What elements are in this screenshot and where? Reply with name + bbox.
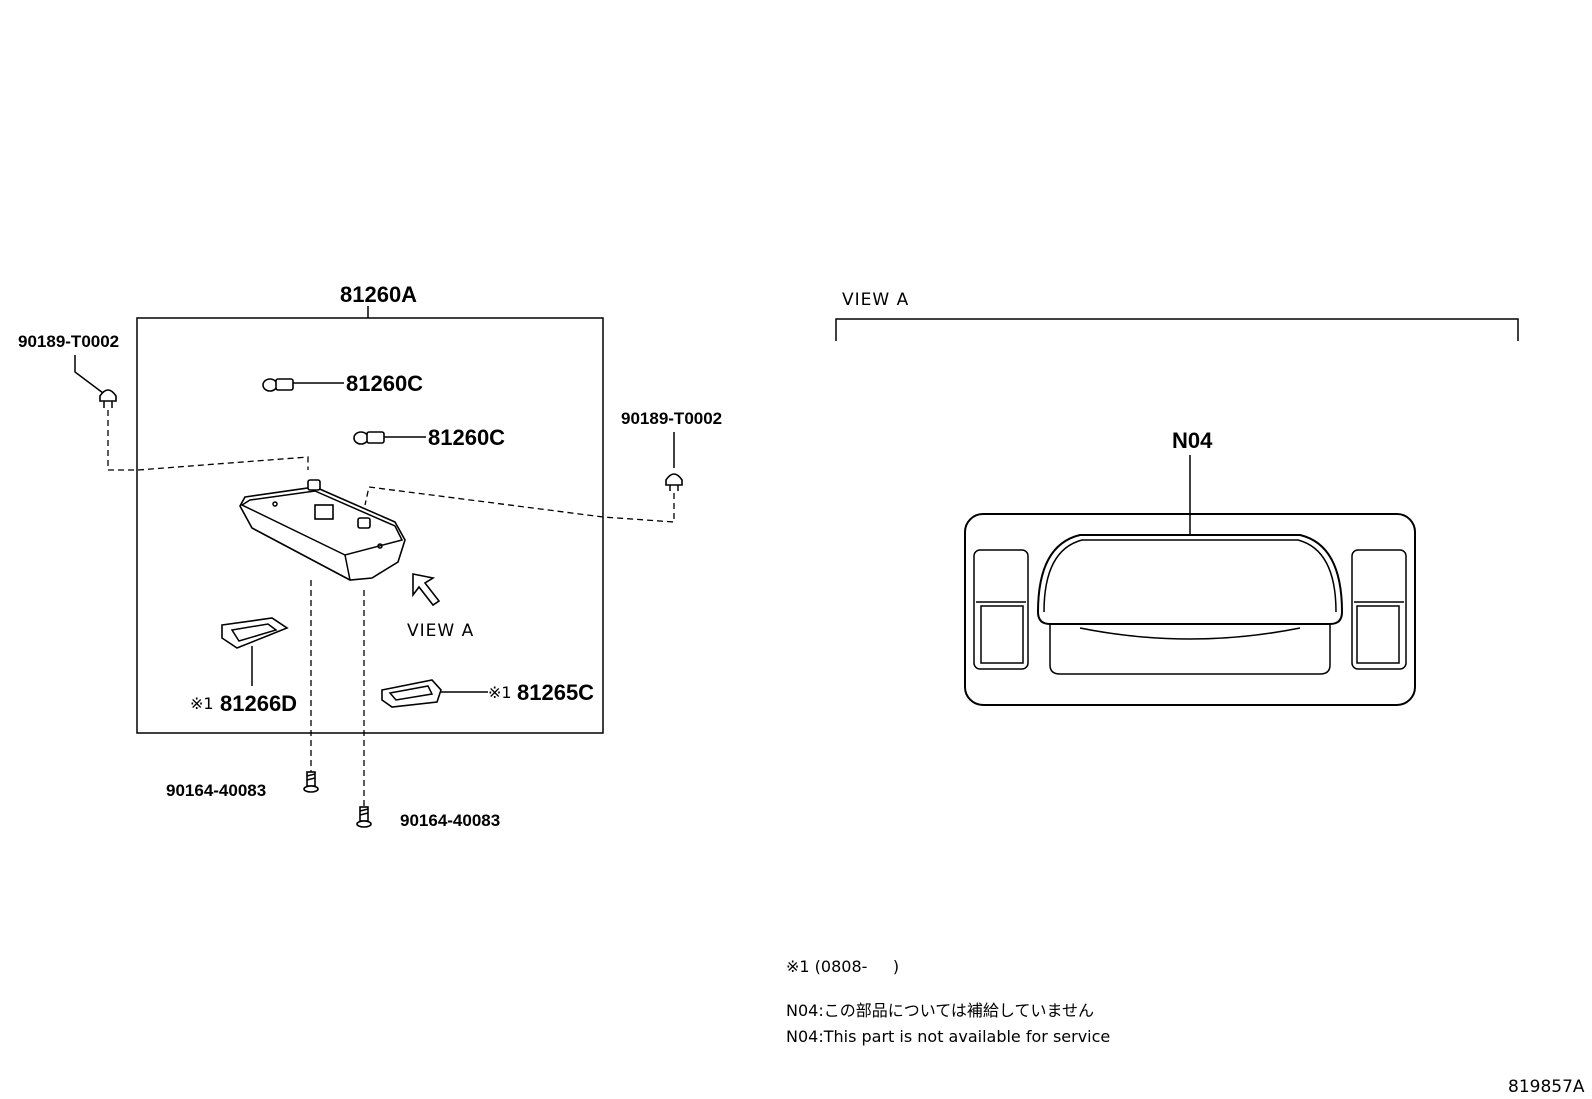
label-81260C-lower[interactable]: 81260C <box>428 425 505 450</box>
label-clip-left[interactable]: 90189-T0002 <box>18 332 119 351</box>
note-n04-japanese: N04:この部品については補給していません <box>786 1001 1094 1020</box>
label-screw-left[interactable]: 90164-40083 <box>166 781 266 800</box>
bulb-lower-part <box>353 431 385 445</box>
label-81260A[interactable]: 81260A <box>340 282 417 307</box>
label-lens-right-mark: ※1 <box>488 683 512 702</box>
label-lens-left-mark: ※1 <box>190 694 214 713</box>
note-n04-english: N04:This part is not available for servi… <box>786 1027 1110 1046</box>
label-clip-right[interactable]: 90189-T0002 <box>621 409 722 428</box>
clip-right-dash <box>364 486 675 523</box>
illustration-number: 819857A <box>1508 1077 1585 1097</box>
screw-right-part <box>356 806 372 828</box>
label-screw-right[interactable]: 90164-40083 <box>400 811 500 830</box>
lens-left-inner <box>230 623 278 642</box>
note-applicability: ※1 (0808- ) <box>786 957 899 976</box>
label-N04[interactable]: N04 <box>1172 428 1213 453</box>
label-81266D[interactable]: 81266D <box>220 691 297 716</box>
label-view-arrow: VIEW A <box>407 621 474 641</box>
bulb-upper-part <box>262 378 294 392</box>
lens-left-part <box>221 617 289 649</box>
view-a-bracket <box>835 318 1519 341</box>
view-a-arrow-icon <box>412 573 441 607</box>
clip-right-part <box>665 473 683 491</box>
lens-right-inner <box>388 685 434 701</box>
lamp-housing-part <box>239 479 406 581</box>
clip-left-leader <box>74 355 104 394</box>
clip-left-part <box>99 389 117 408</box>
view-a-lamp-front <box>964 513 1416 706</box>
label-81265C[interactable]: 81265C <box>517 680 594 705</box>
screw-left-part <box>303 771 319 793</box>
view-a-title: VIEW A <box>842 290 909 310</box>
clip-left-dash <box>107 410 309 471</box>
label-81260C-upper[interactable]: 81260C <box>346 371 423 396</box>
assembly-boundary-box <box>136 317 604 734</box>
